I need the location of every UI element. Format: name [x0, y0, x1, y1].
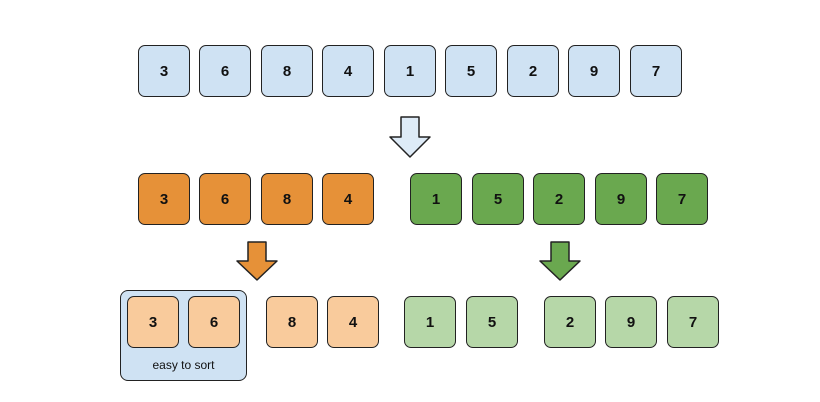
array-cell: 6: [199, 45, 251, 97]
sub-left-cell: 8: [266, 296, 318, 348]
right-partition-cell: 5: [472, 173, 524, 225]
array-cell: 9: [568, 45, 620, 97]
sub-right-cell: 7: [667, 296, 719, 348]
sub-left-cell: 6: [188, 296, 240, 348]
array-cell: 3: [138, 45, 190, 97]
sub-right-cell: 1: [404, 296, 456, 348]
array-cell: 5: [445, 45, 497, 97]
group-label: easy to sort: [152, 358, 215, 372]
sub-left-cell: 3: [127, 296, 179, 348]
array-cell: 1: [384, 45, 436, 97]
sub-right-cell: 5: [466, 296, 518, 348]
right-partition-cell: 7: [656, 173, 708, 225]
sub-right-cell: 9: [605, 296, 657, 348]
sub-left-cell: 4: [327, 296, 379, 348]
left-partition-cell: 4: [322, 173, 374, 225]
green-down-arrow-icon: [539, 241, 581, 281]
right-partition-cell: 2: [533, 173, 585, 225]
array-cell: 2: [507, 45, 559, 97]
right-partition-cell: 9: [595, 173, 647, 225]
left-partition-cell: 8: [261, 173, 313, 225]
array-cell: 8: [261, 45, 313, 97]
left-partition-cell: 3: [138, 173, 190, 225]
array-cell: 4: [322, 45, 374, 97]
right-partition-cell: 1: [410, 173, 462, 225]
array-cell: 7: [630, 45, 682, 97]
left-partition-cell: 6: [199, 173, 251, 225]
down-arrow-icon: [389, 116, 431, 158]
sub-right-cell: 2: [544, 296, 596, 348]
orange-down-arrow-icon: [236, 241, 278, 281]
